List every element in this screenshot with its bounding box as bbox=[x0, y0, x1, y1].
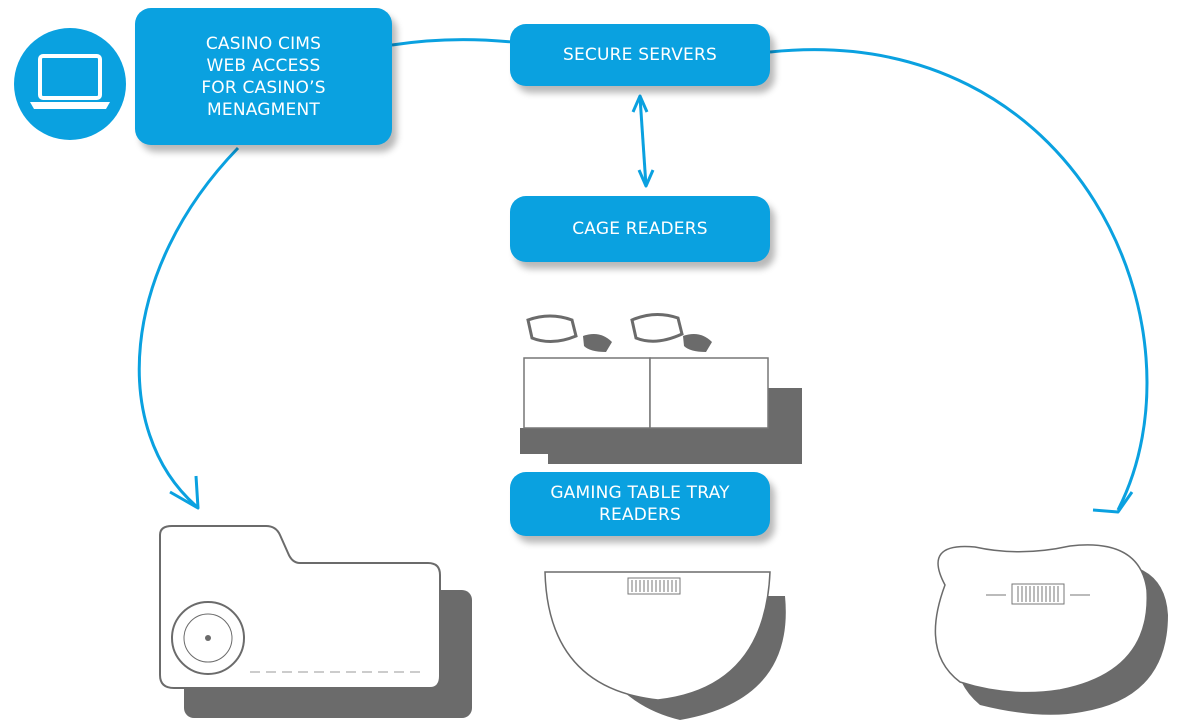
connector-servers-to-right-table bbox=[769, 48, 1149, 511]
arrow-left-table bbox=[169, 475, 200, 510]
arrow-up-head bbox=[631, 94, 649, 113]
laptop-icon bbox=[14, 28, 126, 140]
secure-servers-box: SECURE SERVERS bbox=[510, 24, 770, 86]
connector-web-to-servers bbox=[391, 38, 513, 47]
gaming-table-rectangular bbox=[159, 525, 472, 718]
arrow-servers-cage bbox=[638, 96, 648, 187]
web-access-box: CASINO CIMS WEB ACCESS FOR CASINO’S MENA… bbox=[135, 8, 392, 145]
web-access-label: CASINO CIMS WEB ACCESS FOR CASINO’S MENA… bbox=[201, 33, 326, 120]
gaming-table-semicircle bbox=[544, 571, 786, 720]
cage-readers-label: CAGE READERS bbox=[572, 219, 708, 239]
tray-readers-box: GAMING TABLE TRAY READERS bbox=[510, 472, 770, 536]
secure-servers-label: SECURE SERVERS bbox=[563, 45, 717, 65]
arrow-right-table bbox=[1092, 491, 1134, 514]
connector-web-to-left-table bbox=[137, 146, 240, 508]
cage-reader-devices bbox=[520, 313, 802, 464]
tray-readers-label: GAMING TABLE TRAY READERS bbox=[550, 483, 730, 525]
gaming-table-kidney bbox=[934, 544, 1168, 715]
arrow-down-head bbox=[637, 169, 655, 188]
cage-readers-box: CAGE READERS bbox=[510, 196, 770, 262]
